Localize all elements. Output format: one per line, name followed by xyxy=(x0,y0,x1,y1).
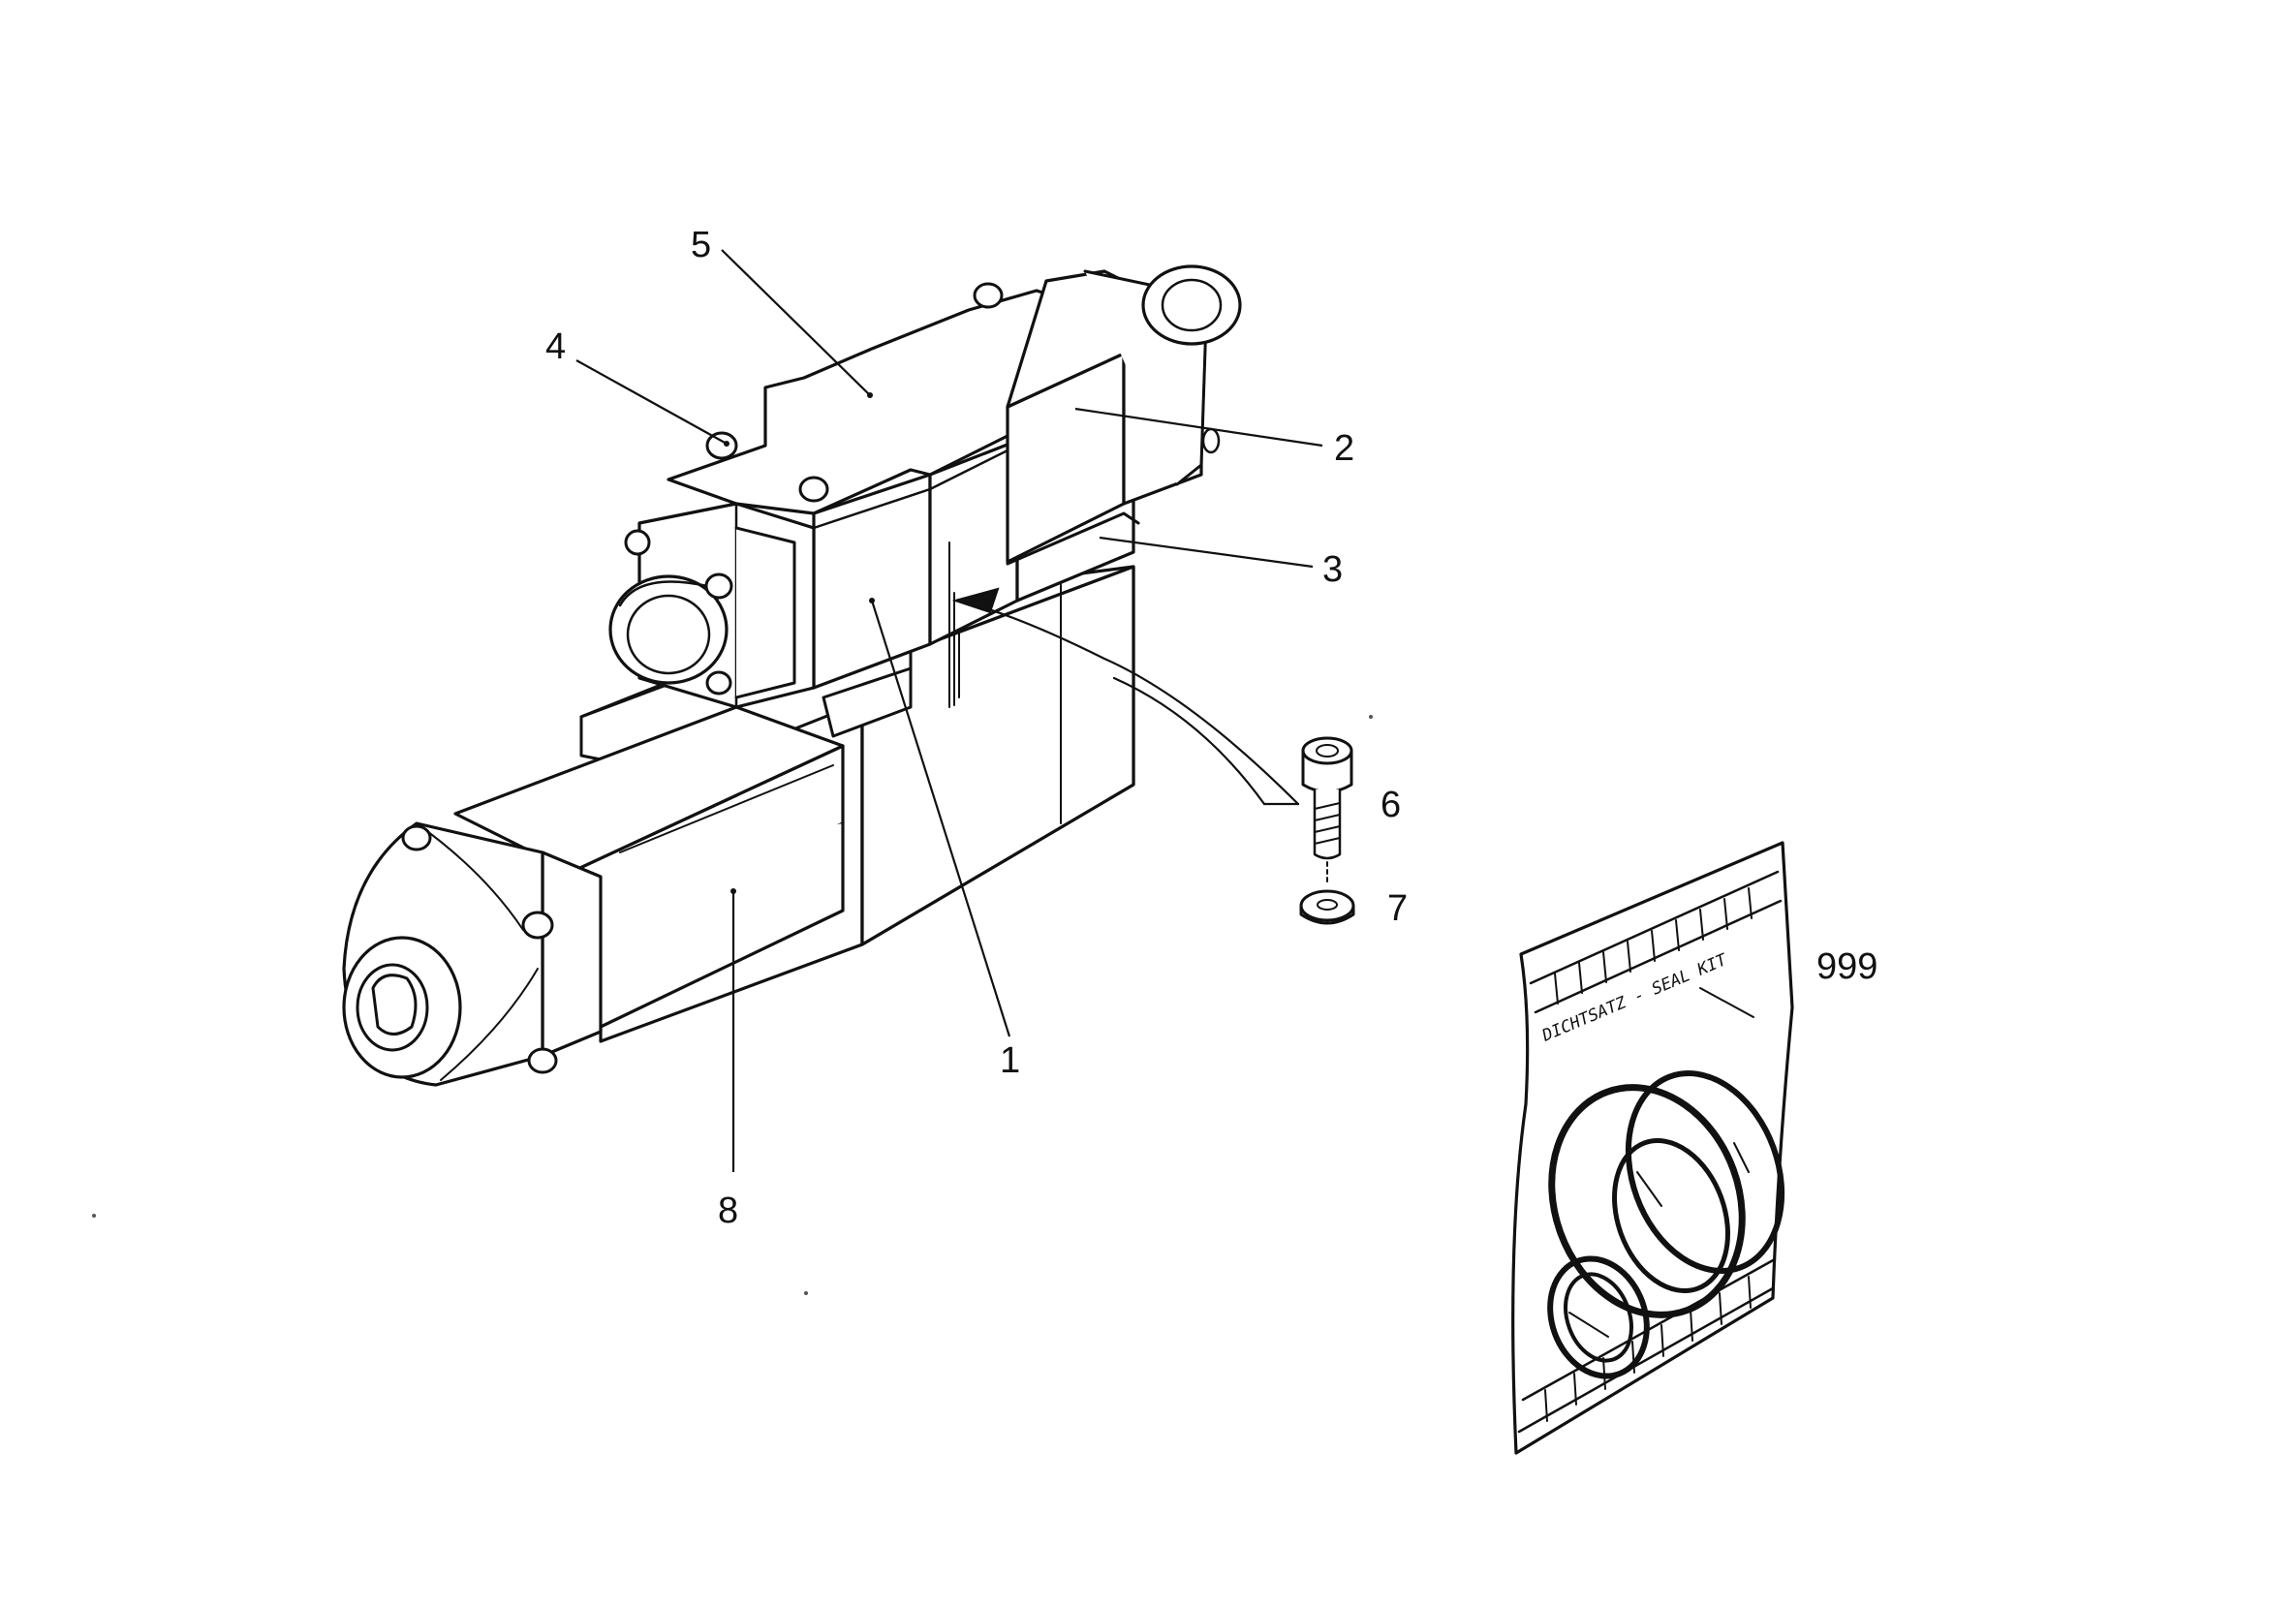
callout-5: 5 xyxy=(691,225,711,265)
seal-ring-edge xyxy=(1006,511,1140,566)
seal-kit-bag: DICHTSATZ - SEAL KIT xyxy=(1511,841,1794,1455)
solenoid-right xyxy=(1006,264,1242,564)
leader-lines xyxy=(575,249,1323,1172)
socket-head-screw xyxy=(1301,736,1353,884)
solenoid-actuator-left xyxy=(342,705,845,1087)
solenoid-left-pilot xyxy=(608,502,816,709)
callout-1: 1 xyxy=(1000,1040,1020,1081)
callout-3: 3 xyxy=(1322,549,1343,590)
callout-8: 8 xyxy=(718,1191,738,1231)
screw-and-washer xyxy=(951,587,1355,925)
callout-labels: 5 4 2 3 6 7 1 8 999 xyxy=(545,225,1877,1231)
callout-7: 7 xyxy=(1387,888,1408,929)
scan-specks xyxy=(92,715,1373,1295)
callout-6: 6 xyxy=(1381,785,1401,825)
callout-2: 2 xyxy=(1334,428,1354,469)
washer xyxy=(1299,889,1355,925)
valve-assembly xyxy=(342,264,1242,1087)
callout-999: 999 xyxy=(1816,946,1877,987)
callout-4: 4 xyxy=(545,326,566,367)
